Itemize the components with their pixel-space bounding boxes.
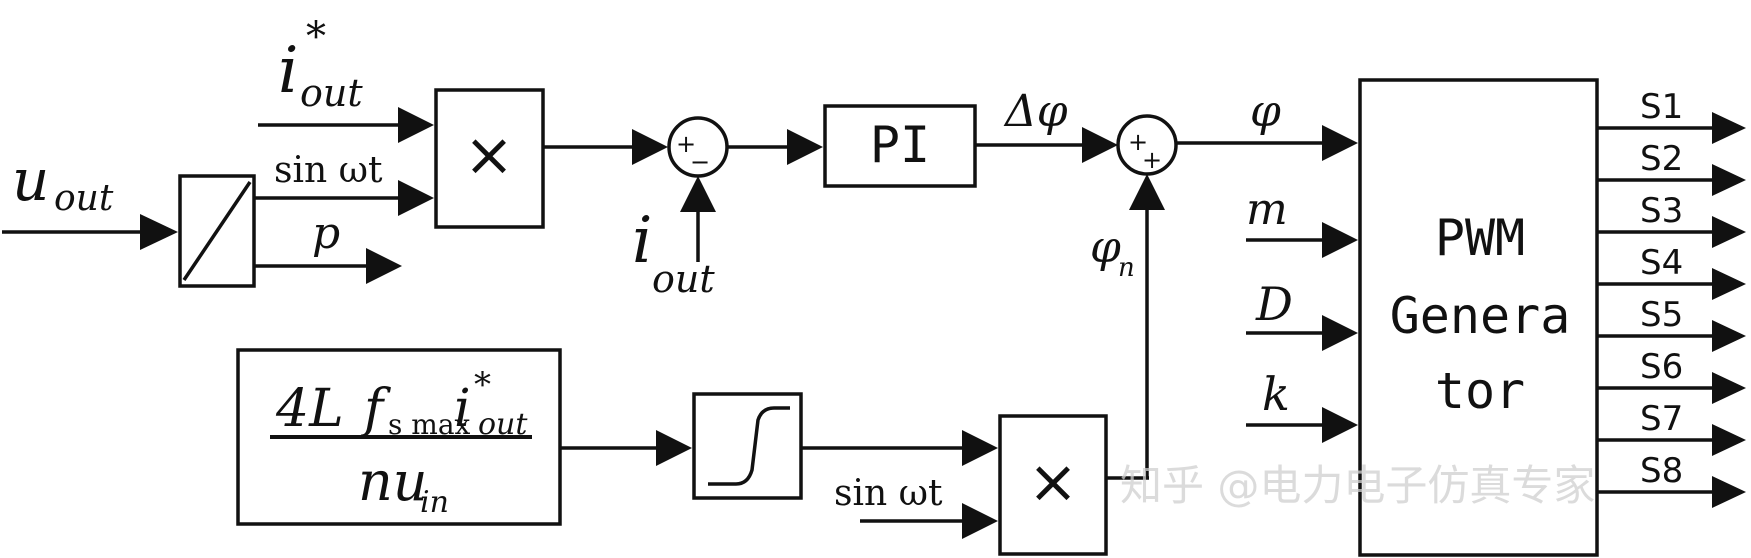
svg-text:S5: S5	[1640, 295, 1683, 335]
svg-text:S4: S4	[1640, 243, 1683, 283]
pwm-outputs: S1 S2 S3 S4 S5 S6 S7	[1597, 87, 1746, 508]
svg-text:S7: S7	[1640, 399, 1683, 439]
sin-bottom-signal: sin ωt	[834, 473, 998, 539]
sin-top-signal: sin ωt	[254, 150, 434, 216]
divider-block	[178, 174, 256, 288]
svg-text:Genera: Genera	[1390, 287, 1571, 345]
svg-text:S6: S6	[1640, 347, 1683, 387]
k-signal: k	[1246, 367, 1358, 443]
svg-text:4L: 4L	[275, 379, 344, 439]
output-s6: S6	[1597, 347, 1746, 404]
output-s1: S1	[1597, 87, 1746, 144]
phi-signal: φ	[1176, 86, 1358, 161]
phi-n-signal: φ n	[1090, 174, 1165, 478]
watermark: 知乎 @电力电子仿真专家	[1120, 461, 1595, 510]
svg-text:+: +	[676, 130, 696, 158]
output-s4: S4	[1597, 243, 1746, 300]
i-out-feedback: i out	[632, 176, 716, 301]
m-signal: m	[1246, 184, 1358, 258]
svg-text:out: out	[652, 257, 715, 301]
delta-phi-signal: Δφ	[975, 86, 1118, 163]
output-s3: S3	[1597, 191, 1746, 248]
svg-text:m: m	[1246, 184, 1288, 235]
multiplier-block-bottom: ×	[998, 414, 1108, 556]
d-signal: D	[1246, 277, 1358, 351]
output-s8: S8	[1597, 451, 1746, 508]
multiplier-block-top: ×	[434, 88, 545, 229]
svg-text:×: ×	[464, 120, 514, 190]
svg-text:*: *	[306, 14, 326, 60]
svg-text:×: ×	[1028, 447, 1078, 517]
u-out-input: u out	[2, 146, 178, 250]
svg-text:Δφ: Δφ	[1003, 86, 1068, 137]
svg-text:k: k	[1262, 367, 1290, 421]
svg-text:φ: φ	[1090, 222, 1121, 273]
svg-text:i: i	[632, 204, 652, 278]
feedforward-formula-block: 4L f s max i * out nu in	[236, 348, 562, 526]
svg-text:S3: S3	[1640, 191, 1683, 231]
pwm-generator-block: PWM Genera tor	[1358, 78, 1599, 557]
saturation-block	[692, 392, 803, 500]
svg-text:tor: tor	[1435, 362, 1525, 420]
svg-text:in: in	[420, 485, 449, 520]
svg-text:+: +	[1128, 128, 1148, 156]
svg-text:sin ωt: sin ωt	[274, 150, 383, 191]
pi-controller-block: PI	[823, 104, 977, 188]
output-s5: S5	[1597, 295, 1746, 352]
svg-text:out: out	[300, 71, 363, 115]
p-signal: p	[254, 208, 402, 284]
svg-text:out: out	[54, 178, 114, 219]
output-s2: S2	[1597, 139, 1746, 196]
svg-text:i: i	[454, 379, 471, 439]
svg-text:PWM: PWM	[1435, 209, 1525, 267]
svg-text:p: p	[312, 208, 340, 259]
svg-text:D: D	[1255, 277, 1293, 331]
svg-text:sin ωt: sin ωt	[834, 473, 943, 514]
svg-text:u: u	[12, 146, 49, 214]
svg-text:n: n	[1118, 253, 1135, 283]
svg-text:S2: S2	[1640, 139, 1683, 179]
svg-text:*: *	[474, 365, 491, 405]
svg-text:i: i	[278, 34, 298, 108]
svg-text:S8: S8	[1640, 451, 1683, 491]
i-ref-input: i * out	[258, 14, 434, 143]
summing-junction-phase: + +	[1116, 114, 1178, 176]
svg-text:S1: S1	[1640, 87, 1683, 127]
svg-text:nu: nu	[358, 450, 428, 513]
summing-junction-error: + −	[667, 116, 729, 178]
output-s7: S7	[1597, 399, 1746, 456]
svg-text:PI: PI	[870, 116, 930, 174]
svg-text:−: −	[690, 148, 710, 176]
svg-text:+: +	[1142, 146, 1162, 174]
svg-text:φ: φ	[1250, 86, 1281, 137]
